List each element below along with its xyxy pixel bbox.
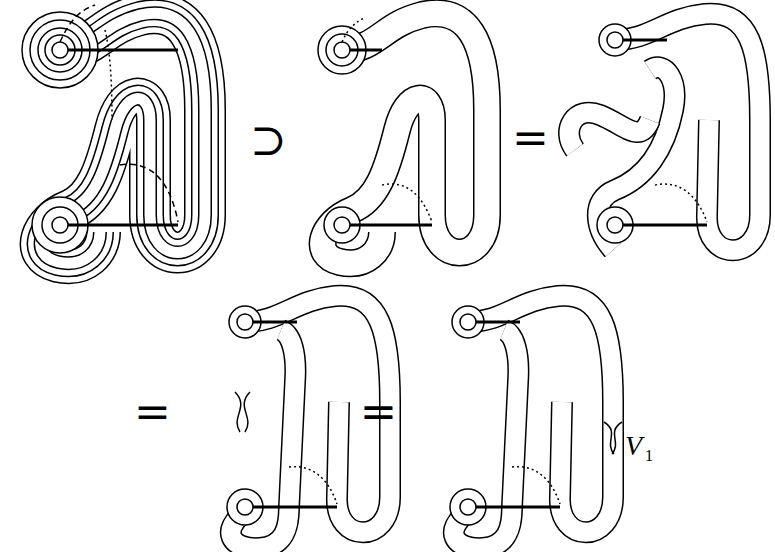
surface-name: V	[625, 432, 642, 460]
equals-sign: =	[512, 116, 549, 160]
subscript-index: 1	[645, 448, 653, 464]
equals-sign: =	[360, 390, 397, 434]
superset-symbol: ⊃	[250, 118, 287, 162]
equals-sign: =	[134, 390, 171, 434]
